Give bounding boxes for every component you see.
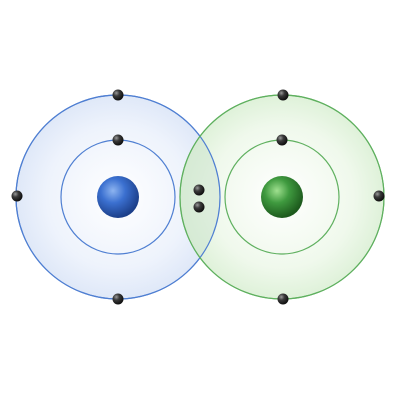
right-outer-electron-bottom: [277, 293, 289, 305]
right-outer-electron-top: [277, 89, 289, 101]
left-outer-electron-top: [112, 89, 124, 101]
left-inner-electron: [112, 134, 124, 146]
left-outer-electron-bottom: [112, 293, 124, 305]
right-outer-electron-right: [373, 190, 385, 202]
right-inner-electron: [276, 134, 288, 146]
shared-electron-2: [193, 201, 205, 213]
left-nucleus: [97, 176, 139, 218]
left-outer-electron-left: [11, 190, 23, 202]
shared-electron-1: [193, 184, 205, 196]
right-nucleus: [261, 176, 303, 218]
